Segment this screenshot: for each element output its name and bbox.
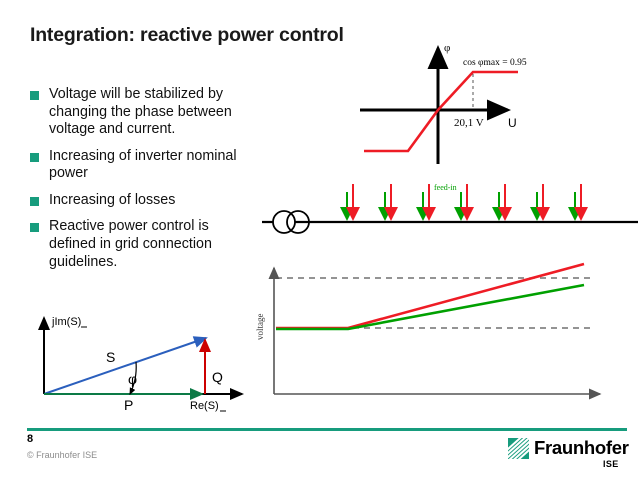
feed-in-node xyxy=(340,184,360,221)
feed-in-label: feed-in xyxy=(434,183,457,192)
phasor-diagram: jIm(S) Re(S) S P Q φ xyxy=(24,312,264,414)
institute-abbreviation: ISE xyxy=(603,459,619,469)
cosphi-y-axis-label: φ xyxy=(444,42,450,54)
apparent-power-label: S xyxy=(106,349,115,365)
voltage-series-red xyxy=(276,262,585,330)
bullet-square-icon xyxy=(30,196,39,206)
cosphi-curve xyxy=(364,70,518,153)
transformer-icon xyxy=(272,210,310,234)
feed-in-node xyxy=(378,184,398,221)
reactive-power-label: Q xyxy=(212,369,223,385)
cosphi-characteristic-chart: φ cos φmax = 0.95 20,1 V U xyxy=(360,34,575,174)
feeder-line-diagram: feed-in xyxy=(262,178,638,240)
voltage-profile-chart: voltage xyxy=(252,252,638,410)
cosphi-threshold-tick-label: 20,1 V xyxy=(454,117,484,129)
page-title: Integration: reactive power control xyxy=(30,24,344,46)
feed-in-node xyxy=(454,184,474,221)
fraunhofer-logo: Fraunhofer ISE xyxy=(508,436,630,472)
feed-in-node xyxy=(416,184,436,221)
list-item-label: Increasing of losses xyxy=(49,191,176,208)
active-power-label: P xyxy=(124,397,133,413)
page-number: 8 xyxy=(27,433,34,445)
feed-in-node xyxy=(530,184,550,221)
cosphi-max-annotation: cos φmax = 0.95 xyxy=(463,58,527,68)
list-item-label: Reactive power control is defined in gri… xyxy=(49,218,212,270)
fraunhofer-wordmark: Fraunhofer xyxy=(534,437,629,458)
apparent-power-vector xyxy=(43,336,208,395)
copyright-text: © Fraunhofer ISE xyxy=(27,450,98,460)
fraunhofer-mark-icon xyxy=(508,438,529,459)
bullet-square-icon xyxy=(30,152,39,162)
list-item: Increasing of losses xyxy=(30,192,255,210)
cosphi-x-axis-label: U xyxy=(508,116,517,130)
feed-in-node xyxy=(492,184,512,221)
bullet-square-icon xyxy=(30,91,39,100)
bullet-list: Voltage will be stabilized by changing t… xyxy=(30,86,255,280)
list-item: Voltage will be stabilized by changing t… xyxy=(30,86,255,139)
voltage-series-green xyxy=(276,283,585,331)
phasor-x-axis-label: Re(S) xyxy=(190,400,219,412)
list-item-label: Voltage will be stabilized by changing t… xyxy=(49,86,232,138)
phase-angle-label: φ xyxy=(128,371,137,387)
list-item: Increasing of inverter nominal power xyxy=(30,148,255,183)
list-item-label: Increasing of inverter nominal power xyxy=(49,147,237,182)
list-item: Reactive power control is defined in gri… xyxy=(30,218,255,271)
voltage-y-axis-label: voltage xyxy=(255,314,265,341)
footer-divider xyxy=(27,428,627,431)
bullet-square-icon xyxy=(30,223,39,233)
feed-in-node xyxy=(568,184,588,221)
phase-angle-arc xyxy=(129,361,137,396)
phasor-y-axis-label: jIm(S) xyxy=(51,316,81,328)
